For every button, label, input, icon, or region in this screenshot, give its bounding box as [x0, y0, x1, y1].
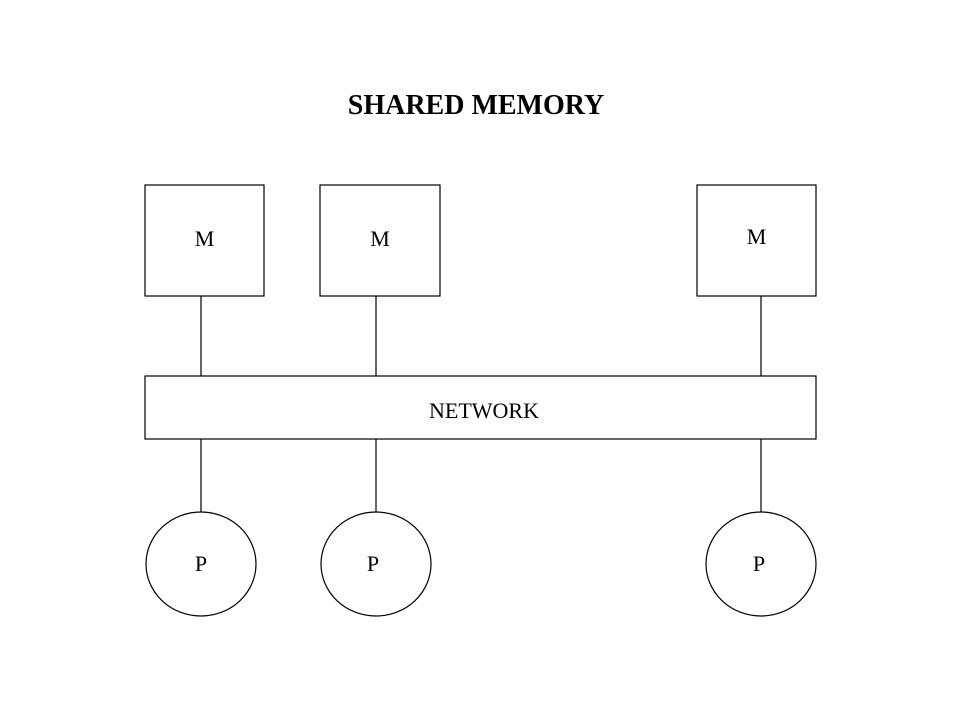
processor-label: P	[367, 551, 379, 576]
memory-module-label: M	[370, 226, 390, 251]
memory-module-label: M	[195, 226, 215, 251]
network-label: NETWORK	[429, 398, 539, 423]
processor-label: P	[195, 551, 207, 576]
memory-module-label: M	[747, 224, 767, 249]
processor-label: P	[753, 551, 765, 576]
diagram-title: SHARED MEMORY	[348, 90, 604, 121]
processor-3: P	[705, 511, 817, 617]
memory-module-3: M	[696, 184, 817, 297]
memory-module-1: M	[144, 184, 265, 297]
memory-module-2: M	[319, 184, 441, 297]
processor-2: P	[320, 511, 432, 617]
processor-1: P	[145, 511, 257, 617]
network-bus: NETWORK	[144, 375, 817, 440]
